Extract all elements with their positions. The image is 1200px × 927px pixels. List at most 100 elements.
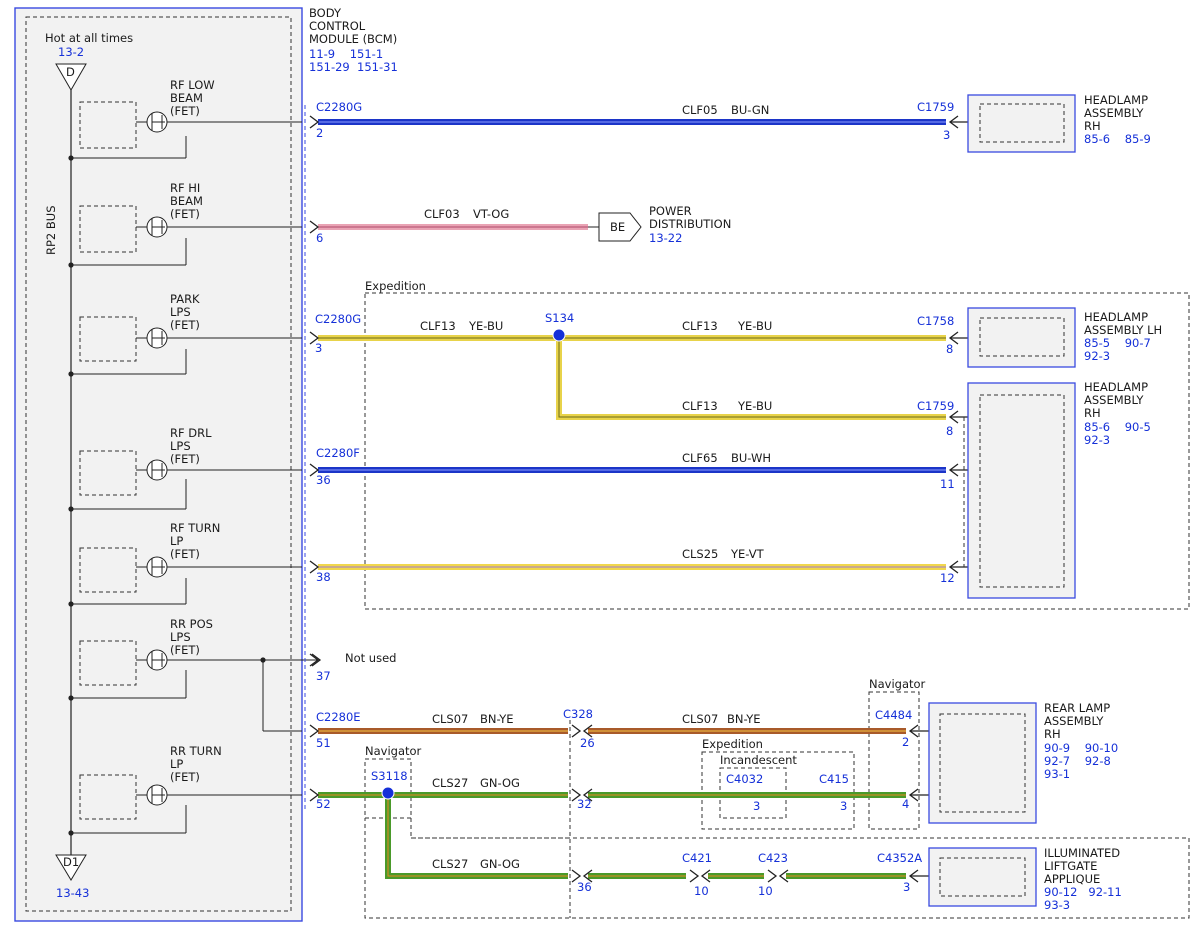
rear-lamp-refs2[interactable]: 92-7 92-8 [1044,754,1111,768]
splice-s3118-icon[interactable] [381,786,395,800]
liftgate-refs2[interactable]: 93-3 [1044,898,1070,912]
fet-label: PARK [170,292,200,306]
connector-c415[interactable]: C415 [819,772,849,786]
hl-lh-refs1[interactable]: 85-5 90-7 [1084,336,1151,350]
wire-color-label: BN-YE [480,712,514,726]
splice-s134-label[interactable]: S134 [545,311,574,325]
fet-label: LPS [170,305,191,319]
fet-group-5: RF TURN LP (FET) [68,521,302,607]
liftgate-refs1[interactable]: 90-12 92-11 [1044,885,1122,899]
wire-cls25[interactable] [318,564,946,570]
inline-connector-arrows [571,724,789,883]
connector-c1759-top[interactable]: C1759 [917,100,954,114]
rear-lamp-assembly [928,702,1037,824]
bcm-title-3: MODULE (BCM) [309,32,397,46]
wire-clf05[interactable] [318,119,946,125]
rear-lamp-l3: RH [1044,727,1061,741]
connector-c328[interactable]: C328 [563,707,593,721]
bcm-title-2: CONTROL [309,19,366,33]
hl-lh-l1: HEADLAMP [1084,310,1148,324]
hl-lh-refs2[interactable]: 92-3 [1084,349,1110,363]
pin-label: 26 [580,736,595,750]
liftgate-l3: APPLIQUE [1044,872,1100,886]
fet-group-2: RF HI BEAM (FET) [68,181,302,268]
fet-label: BEAM [170,194,203,208]
power-distribution-ref[interactable]: 13-22 [649,231,682,245]
wire-color-label: VT-OG [473,207,509,221]
pin-label: 3 [943,128,950,142]
wire-label: CLF03 [424,207,460,221]
pin-label: 52 [316,797,331,811]
fet-label: RF LOW [170,78,215,92]
fet-label: RF HI [170,181,200,195]
wire-cls27-branch[interactable] [385,795,906,879]
wire-clf65[interactable] [318,467,946,473]
fet-label: (FET) [170,318,200,332]
bcm-refs-2[interactable]: 151-29 151-31 [309,60,398,74]
connector-c2280f[interactable]: C2280F [316,446,360,460]
connector-c4484[interactable]: C4484 [875,708,912,722]
connector-c2280g-top[interactable]: C2280G [316,100,362,114]
fet-group-4: RF DRL LPS (FET) [68,426,302,512]
navigator-region-right [868,691,920,830]
bcm-title-1: BODY [309,6,342,20]
connector-arrows-left [309,115,320,802]
hl-rh-refs2[interactable]: 92-3 [1084,433,1110,447]
expedition-label: Expedition [365,279,426,293]
fet-label: RR POS [170,617,213,631]
pin-label: 8 [946,342,953,356]
wire-color-label: GN-OG [480,776,520,790]
connector-c4032[interactable]: C4032 [726,772,763,786]
hot-at-all-times-label: Hot at all times [45,31,133,45]
connector-c2280g-mid[interactable]: C2280G [315,312,361,326]
bottom-ref[interactable]: 13-43 [56,886,89,900]
hl-rh-top-l2: ASSEMBLY [1084,106,1144,120]
wire-color-label: BN-YE [727,712,761,726]
navigator-label-left: Navigator [365,744,422,758]
rear-lamp-refs3[interactable]: 93-1 [1044,767,1070,781]
liftgate-l2: LIFTGATE [1044,859,1097,873]
wire-label: CLF13 [682,319,718,333]
hl-lh-l2: ASSEMBLY LH [1084,323,1162,337]
pin-label: 37 [316,669,331,683]
expedition-label-2: Expedition [702,737,763,751]
connector-c4352a[interactable]: C4352A [877,851,922,865]
fet-label: RF DRL [170,426,212,440]
bcm-refs-1[interactable]: 11-9 151-1 [309,47,383,61]
rear-lamp-l1: REAR LAMP [1044,701,1110,715]
connector-c421[interactable]: C421 [682,851,712,865]
wire-label: CLS27 [432,857,468,871]
connector-c1758[interactable]: C1758 [917,314,954,328]
pin-label: 36 [577,880,592,894]
splice-s134-icon[interactable] [552,328,566,342]
fet-label: (FET) [170,547,200,561]
connector-c423[interactable]: C423 [758,851,788,865]
liftgate-l1: ILLUMINATED [1044,846,1120,860]
wire-label: CLF13 [682,399,718,413]
pin-label: 12 [940,571,955,585]
hl-rh-top-refs[interactable]: 85-6 85-9 [1084,132,1151,146]
wire-cls27-main[interactable] [318,792,906,798]
headlamp-rh-top [967,94,1076,153]
wire-cls07[interactable] [318,728,906,734]
terminal-d-icon [55,63,87,92]
hl-rh-refs1[interactable]: 85-6 90-5 [1084,420,1151,434]
fet-label: RR TURN [170,744,222,758]
liftgate-region [364,818,1190,919]
hot-ref[interactable]: 13-2 [58,45,84,59]
wire-label: CLS07 [682,712,718,726]
rear-lamp-refs1[interactable]: 90-9 90-10 [1044,741,1118,755]
pin-label: 2 [902,735,909,749]
wire-clf03[interactable] [318,224,588,230]
connector-c1759-mid[interactable]: C1759 [917,399,954,413]
pin-label: 8 [946,424,953,438]
fet-label: LPS [170,439,191,453]
power-distribution-badge[interactable] [598,212,642,242]
wire-clf13-branch[interactable] [556,338,946,420]
fet-label: RF TURN [170,521,220,535]
wire-clf13-main[interactable] [318,335,946,341]
splice-s3118-label[interactable]: S3118 [371,769,408,783]
fet-label: LPS [170,630,191,644]
connector-arrows-right [908,115,980,883]
connector-c2280e[interactable]: C2280E [316,710,361,724]
